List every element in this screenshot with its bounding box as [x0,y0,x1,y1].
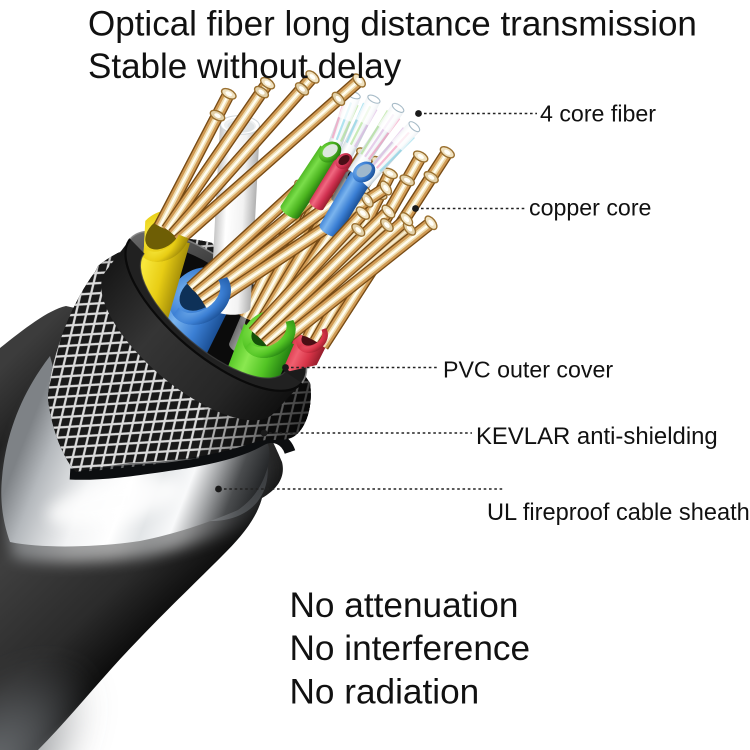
svg-text:copper core: copper core [529,195,651,221]
svg-text:No radiation: No radiation [290,673,480,712]
svg-text:UL fireproof cable sheath: UL fireproof cable sheath [487,500,750,526]
svg-text:4 core fiber: 4 core fiber [540,101,656,127]
svg-text:No interference: No interference [290,629,531,668]
svg-text:Stable without delay: Stable without delay [88,47,402,86]
svg-text:PVC outer cover: PVC outer cover [443,357,613,383]
svg-text:Optical fiber long distance tr: Optical fiber long distance transmission [88,5,697,44]
svg-text:No attenuation: No attenuation [290,586,519,625]
svg-text:KEVLAR anti-shielding: KEVLAR anti-shielding [476,423,718,450]
